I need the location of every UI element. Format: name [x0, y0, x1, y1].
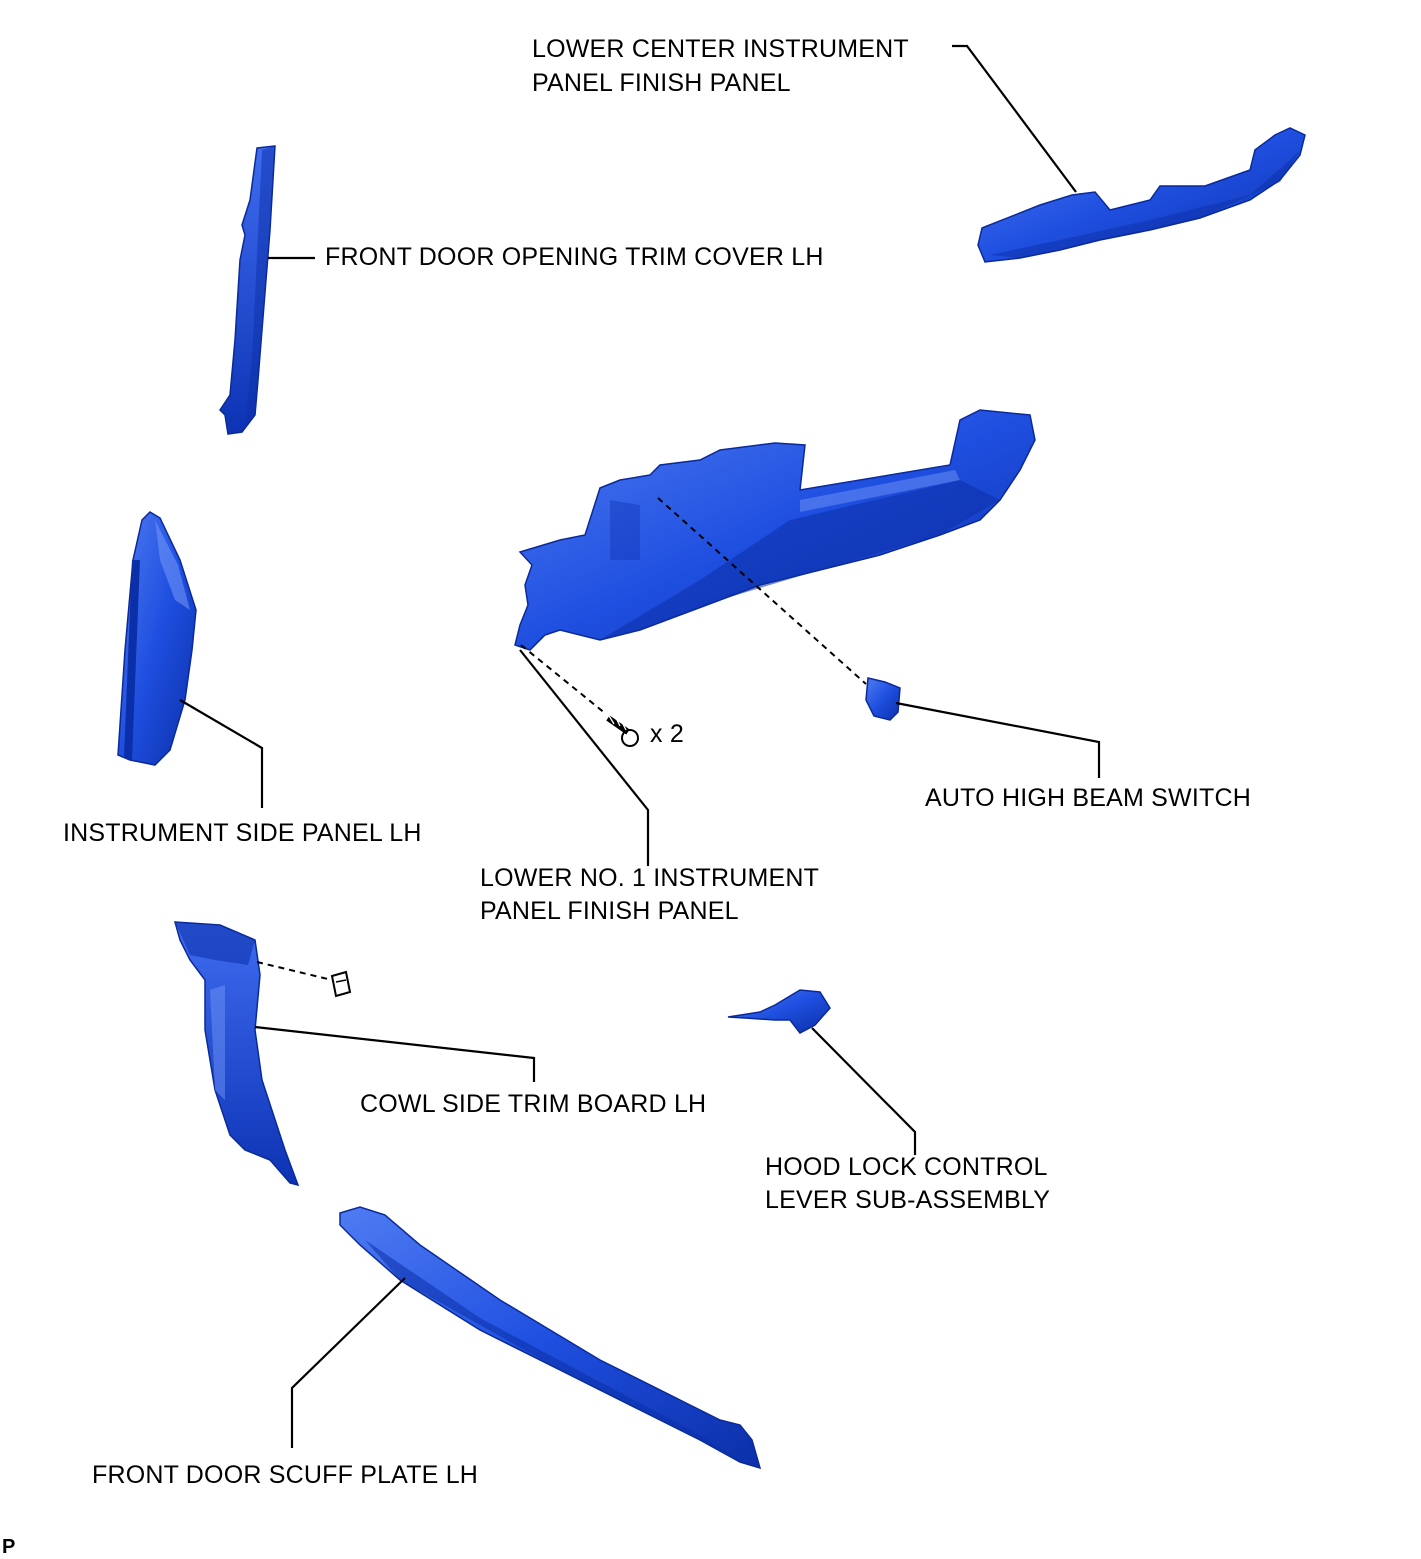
- screw-part: [606, 713, 639, 747]
- lower-center-panel-label-line2: PANEL FINISH PANEL: [532, 69, 791, 97]
- front-door-scuff-label: FRONT DOOR SCUFF PLATE LH: [92, 1461, 479, 1489]
- instrument-side-panel-part: [117, 511, 197, 766]
- front-door-scuff-plate-part: [339, 1206, 762, 1470]
- screw-quantity-label: x 2: [650, 720, 684, 748]
- cowl-side-trim-board-part: [173, 921, 300, 1187]
- corner-mark: P: [2, 1536, 16, 1558]
- lower-no1-instrument-panel-part: [514, 409, 1036, 651]
- auto-high-beam-switch-part: [865, 677, 901, 721]
- installation-dashed-lines: [256, 497, 867, 981]
- leader-lines: [179, 44, 1101, 1448]
- lower-no1-panel-label-line1: LOWER NO. 1 INSTRUMENT: [480, 864, 820, 892]
- lower-center-instrument-panel-part: [977, 127, 1306, 263]
- clip-part: [330, 970, 352, 998]
- front-door-opening-trim-cover-part: [219, 145, 276, 435]
- front-door-opening-trim-label: FRONT DOOR OPENING TRIM COVER LH: [325, 243, 824, 271]
- hood-lock-label-line2: LEVER SUB-ASSEMBLY: [765, 1186, 1051, 1214]
- lower-no1-panel-label-line2: PANEL FINISH PANEL: [480, 897, 739, 925]
- instrument-side-panel-label: INSTRUMENT SIDE PANEL LH: [63, 819, 422, 847]
- lower-center-panel-label-line1: LOWER CENTER INSTRUMENT: [532, 35, 909, 63]
- hood-lock-label-line1: HOOD LOCK CONTROL: [765, 1153, 1048, 1181]
- auto-high-beam-switch-label: AUTO HIGH BEAM SWITCH: [925, 784, 1251, 812]
- cowl-side-trim-label: COWL SIDE TRIM BOARD LH: [360, 1090, 707, 1118]
- hood-lock-lever-part: [727, 989, 831, 1034]
